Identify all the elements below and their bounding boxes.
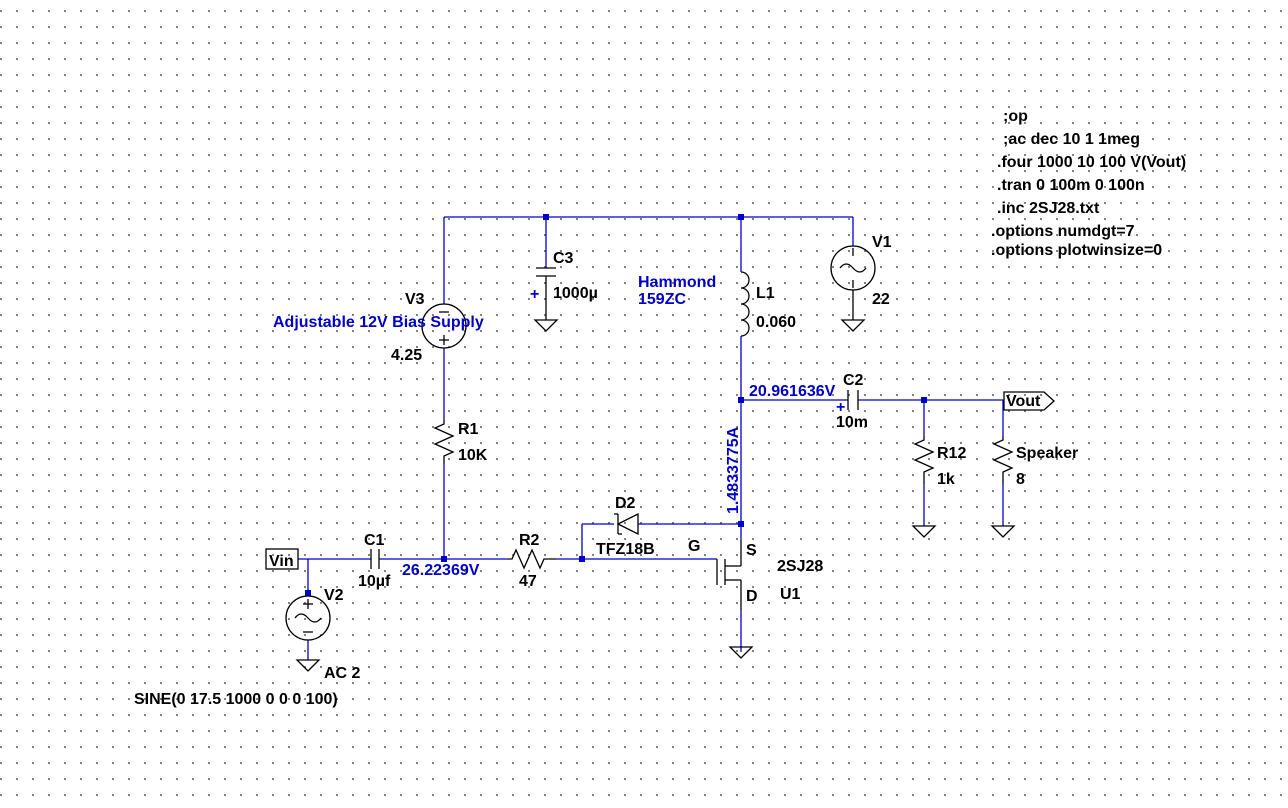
u1-pin-g: G (688, 538, 700, 555)
wires (298, 216, 1004, 660)
directive-options-plotwinsize: .options plotwinsize=0 (991, 242, 1162, 259)
v2-name: V2 (324, 587, 344, 604)
u1-pin-s: S (746, 542, 757, 559)
v1-name: V1 (872, 234, 892, 251)
r1-name: R1 (458, 421, 479, 438)
r2-name: R2 (519, 532, 540, 549)
r12-name: R12 (937, 445, 966, 462)
d2-value: TFZ18B (596, 541, 655, 558)
v2-value: AC 2 (324, 665, 361, 682)
vout-label: Vout (1006, 393, 1041, 410)
c2-capacitor[interactable]: + (836, 390, 859, 416)
op-current-l1: 1.4833775A (725, 426, 742, 514)
c2-name: C2 (843, 372, 864, 389)
directive-ac: ;ac dec 10 1 1meg (1003, 131, 1140, 148)
v2-voltage-source[interactable] (285, 595, 331, 672)
l1-value: 0.060 (756, 314, 796, 331)
l1-comment-line1: Hammond (638, 274, 716, 291)
svg-text:+: + (530, 286, 539, 303)
directive-op: ;op (1003, 108, 1028, 125)
c2-value: 10m (836, 414, 868, 431)
v3-name: V3 (405, 291, 425, 308)
c3-name: C3 (553, 250, 574, 267)
c1-value: 10µf (358, 573, 391, 590)
c3-capacitor[interactable]: + (530, 267, 559, 332)
v3-comment: Adjustable 12V Bias Supply (273, 314, 484, 331)
u1-pin-d: D (746, 588, 758, 605)
op-voltage-drain-node: 20.961636V (749, 383, 836, 400)
spice-directives[interactable]: ;op ;ac dec 10 1 1meg .four 1000 10 100 … (991, 108, 1186, 259)
l1-name: L1 (756, 285, 775, 302)
l1-inductor[interactable] (740, 271, 750, 337)
u1-name: U1 (780, 586, 801, 603)
speaker-value: 8 (1016, 471, 1025, 488)
c1-name: C1 (364, 532, 385, 549)
r12-value: 1k (937, 471, 955, 488)
junction-dots (305, 214, 927, 596)
v3-voltage-source[interactable] (421, 303, 467, 349)
speaker-name: Speaker (1016, 445, 1078, 462)
d2-zener-diode[interactable] (614, 512, 639, 536)
op-voltage-gate-node: 26.22369V (402, 562, 480, 579)
l1-comment-line2: 159ZC (638, 291, 686, 308)
v3-value: 4.25 (391, 347, 422, 364)
c3-value: 1000µ (553, 285, 598, 302)
d2-name: D2 (615, 495, 636, 512)
speaker-resistor[interactable] (990, 436, 1016, 538)
u1-mosfet[interactable] (716, 540, 754, 659)
directive-four: .four 1000 10 100 V(Vout) (997, 154, 1186, 171)
r1-value: 10K (458, 447, 488, 464)
r1-resistor[interactable] (433, 420, 455, 464)
directive-tran: .tran 0 100m 0 100n (997, 177, 1145, 194)
svg-text:+: + (836, 399, 845, 416)
v1-voltage-source[interactable] (830, 245, 876, 332)
v2-source-spec: SINE(0 17.5 1000 0 0 0 100) (134, 691, 338, 708)
r2-value: 47 (519, 573, 537, 590)
vin-label: Vin (269, 553, 294, 570)
c1-capacitor[interactable] (370, 549, 380, 569)
vout-net-label[interactable] (1003, 391, 1055, 411)
v1-value: 22 (872, 291, 890, 308)
directive-inc: .inc 2SJ28.txt (997, 200, 1100, 217)
r12-resistor[interactable] (911, 436, 937, 538)
u1-model: 2SJ28 (777, 558, 823, 575)
vin-net-label[interactable] (265, 548, 299, 570)
directive-options-numdgt: .options numdgt=7 (991, 223, 1135, 240)
r2-resistor[interactable] (508, 548, 556, 570)
